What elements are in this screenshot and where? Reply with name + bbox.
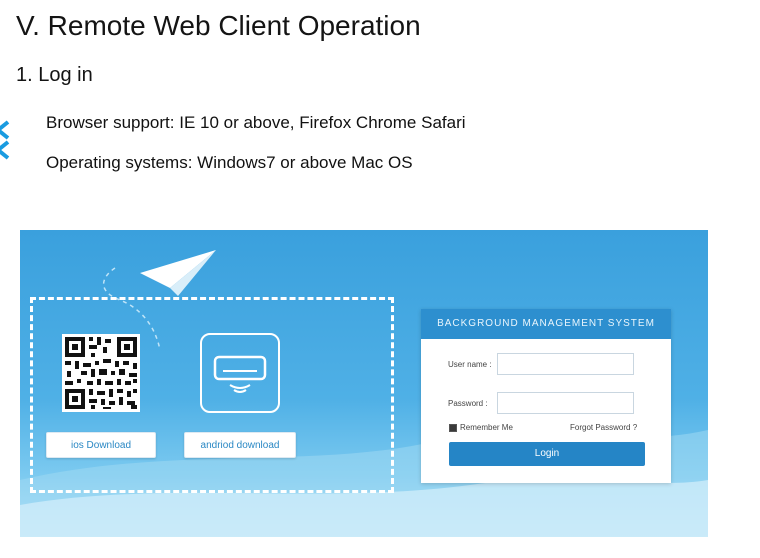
remember-me-option[interactable]: Remember Me: [449, 423, 513, 432]
password-input[interactable]: [497, 392, 634, 414]
section-heading: 1. Log in: [16, 64, 93, 86]
password-label: Password :: [448, 399, 488, 408]
ios-download-button[interactable]: ios Download: [46, 432, 156, 458]
chevron-left-icon: [0, 120, 10, 160]
remember-me-checkbox[interactable]: [449, 423, 457, 432]
login-page-screenshot: ios Download andriod download BACKGROUND…: [20, 230, 708, 537]
air-conditioner-icon: [213, 355, 267, 393]
qr-code-icon[interactable]: [62, 334, 140, 412]
remember-me-label: Remember Me: [460, 423, 513, 432]
download-area: [30, 297, 394, 493]
username-input[interactable]: [497, 353, 634, 375]
login-panel: BACKGROUND MANAGEMENT SYSTEM User name :…: [421, 309, 671, 483]
operating-systems-text: Operating systems: Windows7 or above Mac…: [46, 153, 413, 172]
panel-title: BACKGROUND MANAGEMENT SYSTEM: [421, 309, 671, 339]
login-button[interactable]: Login: [449, 442, 645, 466]
android-download-button[interactable]: andriod download: [184, 432, 296, 458]
paper-plane-icon: [140, 250, 216, 296]
forgot-password-link[interactable]: Forgot Password ?: [570, 423, 638, 432]
browser-support-text: Browser support: IE 10 or above, Firefox…: [46, 113, 466, 132]
page-title: V. Remote Web Client Operation: [16, 10, 421, 41]
username-label: User name :: [448, 360, 492, 369]
air-conditioner-app-icon[interactable]: [200, 333, 280, 413]
